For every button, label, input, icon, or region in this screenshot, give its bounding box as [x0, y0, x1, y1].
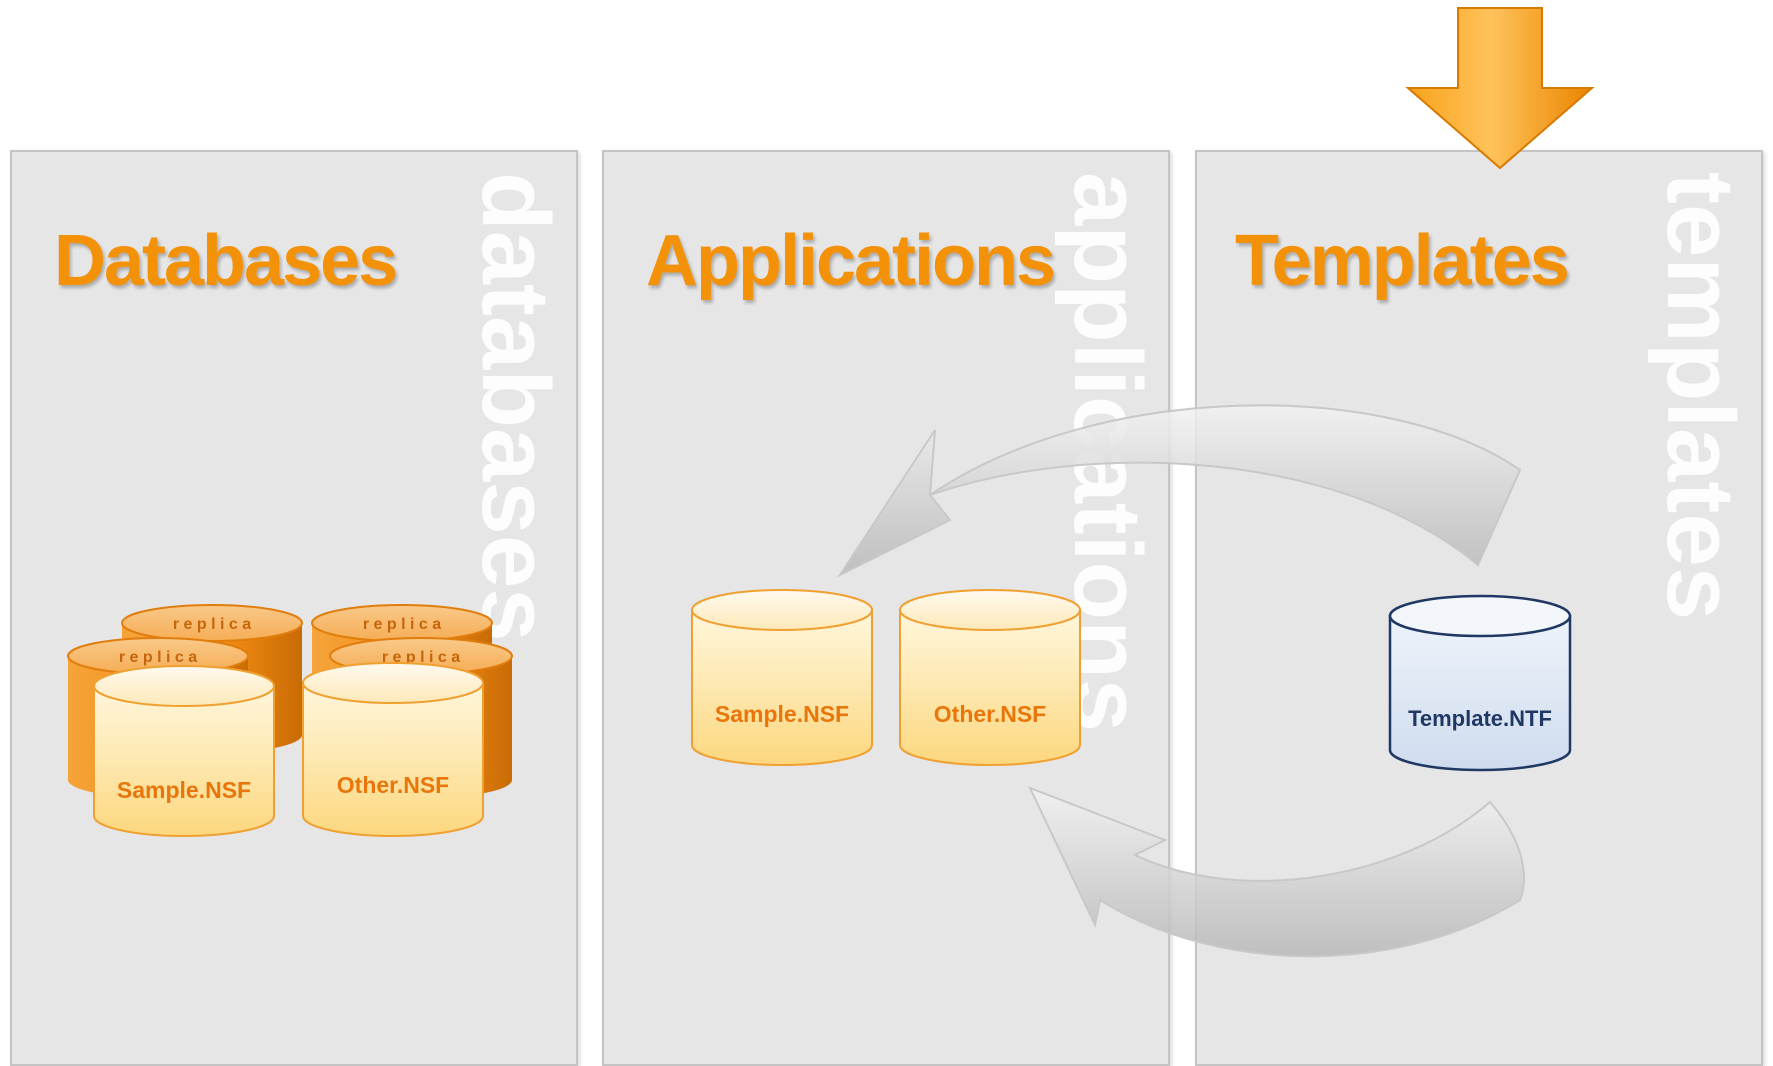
- template-label: Template.NTF: [1408, 706, 1552, 731]
- template-cylinder: Template.NTF: [1388, 594, 1572, 772]
- replica-label: r e p l i c a: [382, 649, 460, 666]
- database-cylinder-other: Other.NSF: [302, 662, 484, 837]
- applications-title: Applications: [646, 221, 1056, 301]
- replica-label: r e p l i c a: [363, 616, 441, 633]
- cycle-arrow-lower-icon: [1028, 786, 1525, 958]
- application-other-label: Other.NSF: [934, 701, 1046, 727]
- application-sample-label: Sample.NSF: [715, 701, 849, 727]
- replica-label: r e p l i c a: [119, 649, 197, 666]
- databases-panel: databases Databases: [10, 150, 578, 1066]
- databases-title: Databases: [54, 221, 398, 301]
- templates-watermark: templates: [1647, 172, 1754, 621]
- database-sample-label: Sample.NSF: [117, 777, 251, 803]
- databases-watermark: databases: [462, 172, 569, 642]
- templates-title: Templates: [1235, 221, 1570, 301]
- orange-down-arrow-icon: [1405, 7, 1595, 170]
- application-cylinder-sample: Sample.NSF: [691, 589, 873, 766]
- application-cylinder-other: Other.NSF: [899, 589, 1081, 766]
- replica-label: r e p l i c a: [173, 616, 251, 633]
- database-other-label: Other.NSF: [337, 772, 449, 798]
- database-cylinder-sample: Sample.NSF: [93, 665, 275, 837]
- cycle-arrow-upper-icon: [837, 404, 1522, 578]
